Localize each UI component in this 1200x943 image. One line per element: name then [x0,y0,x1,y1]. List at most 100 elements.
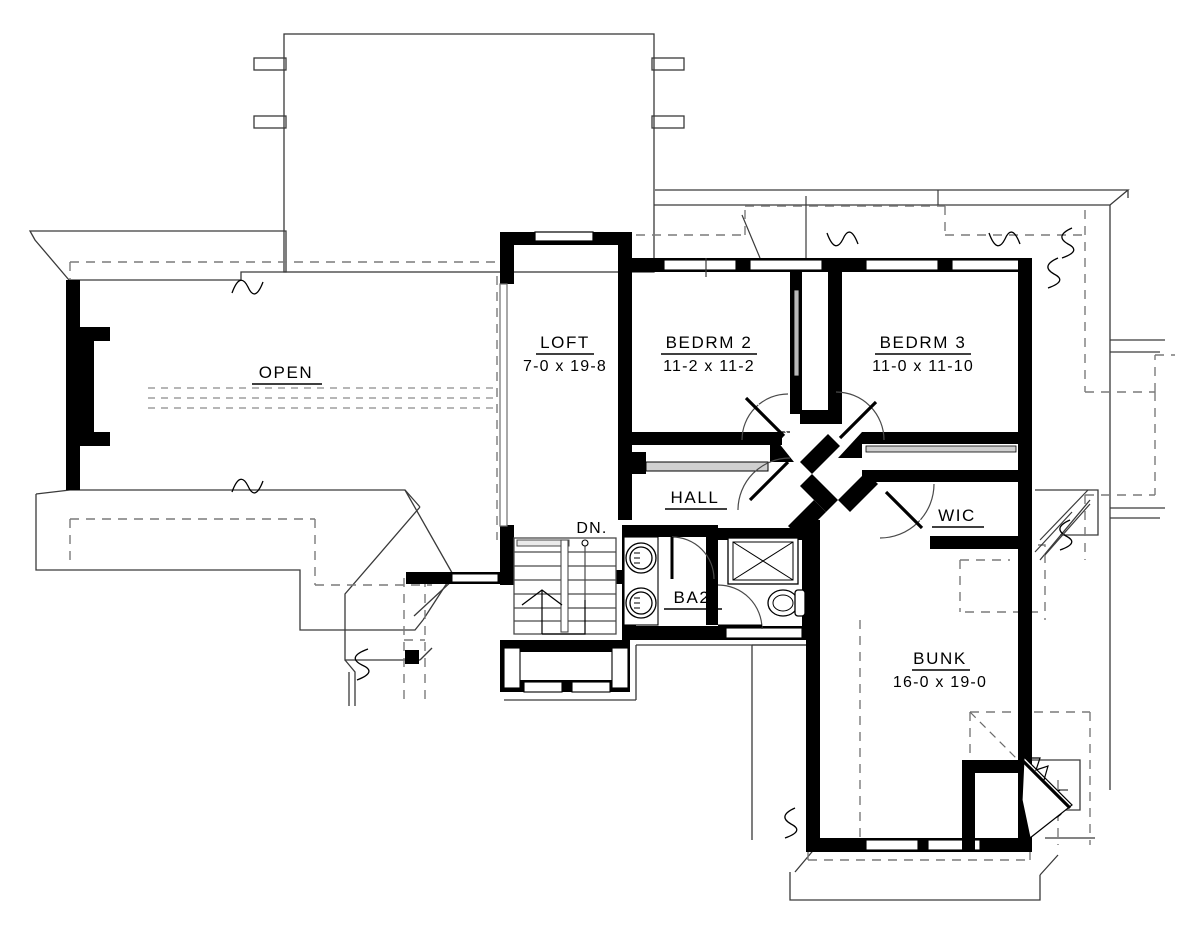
room-label-bedrm2: BEDRM 2 11-2 x 11-2 [661,333,757,375]
window-bedrm2-a [663,259,737,271]
wall-bedrm2-closet-jamb [632,462,646,474]
plumbing-fixtures [623,536,806,626]
bunk-ceiling-lines [969,711,1019,761]
break-symbols [231,227,1075,839]
beam-tab-upper-left [253,57,287,71]
wall-bunk-right-upper [1018,553,1032,733]
tub-x [732,541,794,581]
bottom-roof-outline [789,872,1041,901]
wall-bedrm3-bottom [862,432,1032,444]
stair-arrow-return [542,600,586,635]
loft-railing [499,283,508,527]
dn-leader-dot [581,539,589,547]
door-wic-panel-line [888,488,926,526]
wall-stair-bumpout-bottom [500,640,630,652]
exterior-wall-left [66,280,80,490]
wall-bedrm3-bottom-angle [838,432,862,458]
room-dim-bedrm3: 11-0 x 11-10 [872,358,974,375]
stair-stringer [560,539,569,633]
porch-post-left [344,659,356,706]
wall-bunk-bay-left [962,760,975,852]
toilet-tank [794,589,806,617]
room-name-loft: LOFT [540,333,590,352]
door-ba2-arc [671,536,715,580]
bunk-ceiling-diag [969,711,1019,761]
wall-bunk-left [806,520,820,850]
window-stair-outer [451,573,499,583]
break-mark-top-a [826,231,859,247]
lower-left-roof-diag-a [404,489,456,579]
door-hall-arc [737,457,791,511]
door-bunk-bay [1021,755,1073,840]
closet-sliding-doors-bedrm2 [645,461,769,472]
beam-tab-upper-right [651,57,685,71]
sink-lower-inner [629,591,653,615]
wall-closet-right [828,272,842,412]
break-mark-bunk-left [784,807,798,839]
toilet-bowl-inner [772,594,794,612]
closet-rod-bedrm3 [865,445,1017,453]
sink-upper-inner [629,546,653,570]
open-area-hatch-lines [148,387,497,409]
room-name-open: OPEN [259,363,314,382]
wall-bedrm2-bottom [632,432,782,445]
room-dim-bedrm2: 11-2 x 11-2 [663,358,755,375]
door-bedrm2-panel-line [748,394,788,434]
upper-right-roof-band [654,189,1130,206]
lower-left-roof-notch [419,647,433,661]
room-name-bedrm2: BEDRM 2 [666,333,753,352]
porch-post-block [405,650,419,664]
room-name-bedrm3: BEDRM 3 [880,333,967,352]
sink-lower-bowl [625,587,657,619]
bottom-roof-diag-right [1039,854,1059,876]
wall-wic-top [862,470,1022,482]
lower-left-roof-top [35,489,421,508]
lower-left-roof-diag-b [344,506,421,661]
stair-run [513,537,617,635]
wall-hall-angle-b [800,474,838,512]
room-dim-bunk: 16-0 x 19-0 [893,674,987,691]
wall-bunk-bay-top [962,760,1032,773]
door-bedrm2-panel [744,396,786,438]
door-bunk-bay-panel [1020,758,1072,810]
break-mark-right-top [1047,257,1061,289]
break-mark-porch [354,648,370,681]
room-label-bedrm3: BEDRM 3 11-0 x 11-10 [872,333,974,375]
sink-lower-faucet [634,597,640,609]
wall-hall-angle-d [838,472,878,512]
right-lower-roof-diag [1039,499,1091,561]
lower-left-roof-body [35,494,424,631]
wall-loft-right [618,245,632,520]
wall-ba2-top-right [718,528,814,540]
window-stair-bottom-b [571,681,611,693]
beam-tab-lower-right [651,115,685,129]
wall-closet-bottom [800,410,842,424]
room-name-bunk: BUNK [913,649,967,668]
wall-loft-left-upper [500,232,514,284]
window-bunk-bottom-a [865,839,919,851]
wall-wic-bottom [930,536,1022,549]
door-wic-panel [884,490,924,530]
stair-direction-label: DN. [576,520,607,537]
wall-closet-left-lower [790,372,802,414]
room-name-ba2: BA2 [674,588,711,607]
break-mark-right-mid [1059,519,1073,551]
door-bedrm3-panel [838,400,878,440]
thin-diag-right [1044,503,1091,556]
window-ba2-bottom [725,627,803,639]
lower-left-roof-diag-d [413,577,456,617]
thin-diag-top [741,214,761,259]
dashed-reference-lines [69,205,1175,861]
fireplace-left [80,327,110,446]
window-bedrm3-a [865,259,939,271]
door-ba2-inner-arc [717,584,763,630]
sink-upper-faucet [634,552,640,564]
upper-structure-outline [283,33,655,273]
room-label-loft: LOFT 7-0 x 19-8 [523,333,606,375]
vanity-counter [623,536,659,626]
right-lower-roof [1035,489,1099,536]
room-label-ba2: BA2 [664,588,722,610]
thin-diag-wic [1034,511,1073,553]
